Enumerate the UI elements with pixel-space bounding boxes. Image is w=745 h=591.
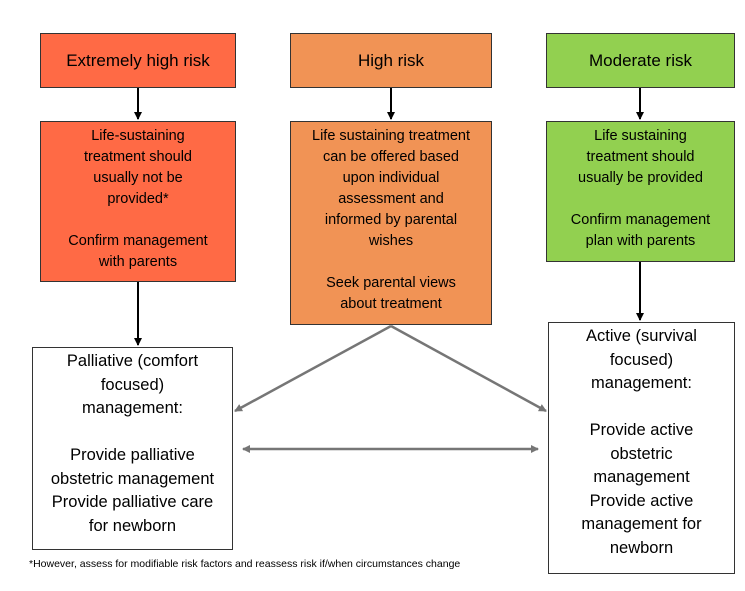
header-high-risk: High risk [290,33,492,88]
arrow-high-to-palliative [234,324,392,413]
recommendation-text: Life sustaining treatment can be offered… [312,128,470,312]
recommendation-text: Life sustaining treatment should usually… [570,128,711,249]
recommendation-high-risk: Life sustaining treatment can be offered… [290,121,492,325]
palliative-management-box: Palliative (comfort focused) management:… [32,347,233,550]
recommendation-text: Life-sustaining treatment should usually… [68,128,208,270]
header-label: Moderate risk [589,50,692,70]
footnote: *However, assess for modifiable risk fac… [29,558,461,570]
arrow-high-to-active [390,324,547,413]
recommendation-extremely-high-risk: Life-sustaining treatment should usually… [40,121,236,282]
active-management-box: Active (survival focused) management: Pr… [548,322,735,574]
header-moderate-risk: Moderate risk [546,33,735,88]
header-extremely-high-risk: Extremely high risk [40,33,236,88]
palliative-management-text: Palliative (comfort focused) management:… [50,352,215,535]
active-management-text: Active (survival focused) management: Pr… [581,327,702,557]
recommendation-moderate-risk: Life sustaining treatment should usually… [546,121,735,262]
header-label: High risk [357,50,425,70]
header-label: Extremely high risk [66,50,210,70]
